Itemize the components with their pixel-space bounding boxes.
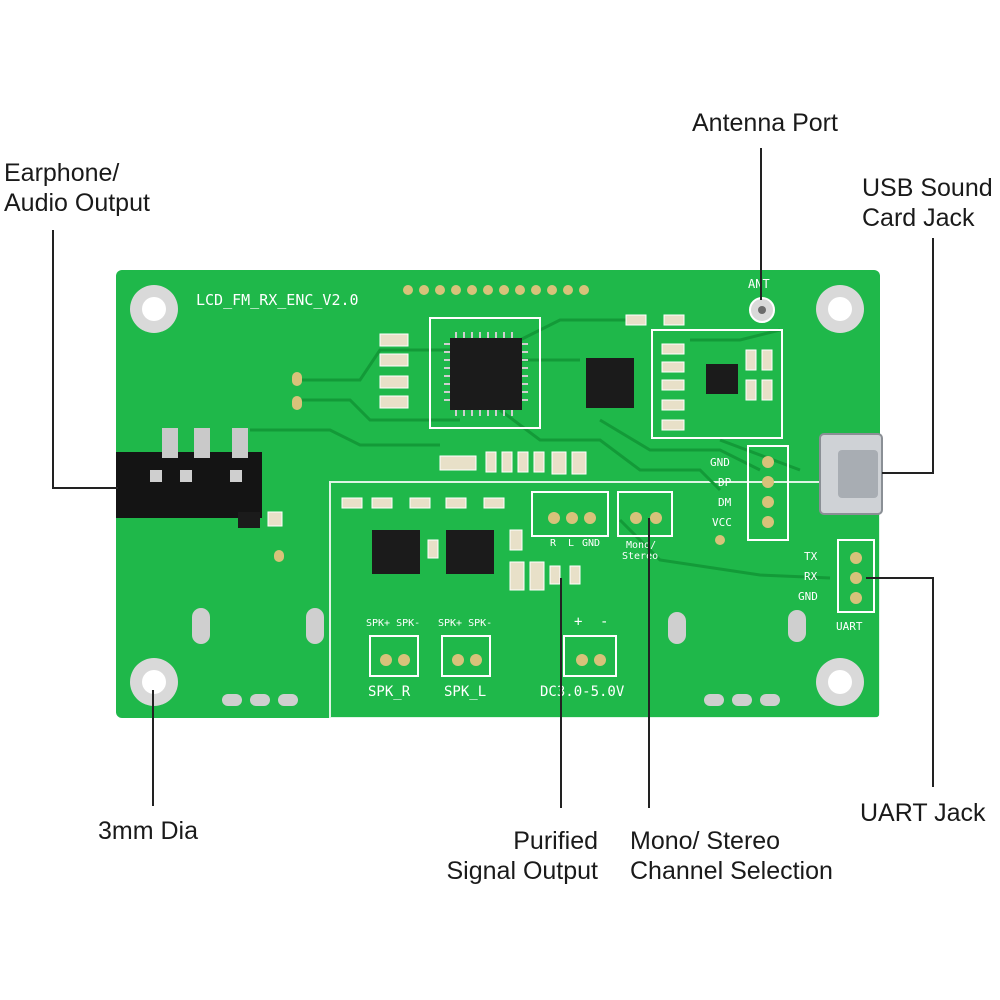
usb-pin-label: DP (718, 476, 732, 489)
callout-line: Antenna Port (692, 109, 838, 137)
callout-uart-jack: UART Jack (860, 798, 986, 828)
usb-pin-label: GND (710, 456, 730, 469)
spk-r-pins-label: SPK+ SPK- (366, 618, 421, 629)
mono-stereo-silk-label: Mono/ (626, 540, 657, 551)
ic-chip (586, 358, 634, 408)
leader-earphone (52, 487, 118, 489)
pcb-traces (250, 318, 831, 580)
spk-l-pins-label: SPK+ SPK- (438, 618, 493, 629)
leader-earphone (52, 230, 54, 488)
mono-stereo-silk-label: Stereo (622, 551, 659, 562)
spk-l-label: SPK_L (444, 684, 487, 700)
vias (192, 372, 806, 706)
opamp-chip (372, 530, 420, 574)
pcb-board (116, 270, 880, 718)
channel-pin-label: L (568, 538, 575, 549)
callout-line: Channel Selection (630, 857, 833, 885)
uart-silk-label: UART (836, 620, 863, 633)
antenna-pad (749, 297, 775, 323)
spk-r-label: SPK_R (368, 684, 411, 700)
ic-chip (706, 364, 738, 394)
mono-stereo-pin-header (617, 491, 673, 537)
callout-line: USB Sound (862, 174, 993, 202)
callout-earphone-audio-output: Earphone/ Audio Output (4, 158, 150, 218)
uart-pin-label: RX (804, 570, 818, 583)
channel-pin-header (531, 491, 609, 537)
usb-pin-header (747, 445, 789, 541)
callout-line: 3mm Dia (98, 817, 199, 845)
callout-usb-sound-card-jack: USB Sound Card Jack (862, 173, 993, 233)
leader-antenna (760, 148, 762, 300)
power-terminal (563, 635, 617, 677)
mcu-chip (429, 317, 541, 429)
leader-usb (932, 238, 934, 474)
speaker-l-terminal (441, 635, 491, 677)
leader-uart (932, 577, 934, 787)
leader-mounting-hole (152, 690, 154, 806)
callout-line: Card Jack (862, 204, 975, 232)
leader-uart (866, 577, 934, 579)
callout-line: Earphone/ (4, 159, 120, 187)
callout-antenna-port: Antenna Port (692, 108, 838, 138)
leader-purified (560, 578, 562, 808)
power-plus-label: + (574, 614, 583, 630)
callout-line: Signal Output (446, 857, 599, 885)
usb-pin-label: VCC (712, 516, 732, 529)
uart-pin-label: GND (798, 590, 818, 603)
lcd-header-pads (403, 285, 589, 295)
opamp-chip (446, 530, 494, 574)
audio-jack (116, 428, 262, 528)
speaker-r-terminal (369, 635, 419, 677)
power-label: DC3.0-5.0V (540, 684, 625, 700)
usb-pin-label: DM (718, 496, 732, 509)
uart-pin-label: TX (804, 550, 818, 563)
callout-line: Purified (513, 827, 598, 855)
callout-mono-stereo-selection: Mono/ Stereo Channel Selection (630, 826, 833, 886)
channel-pin-label: R (550, 538, 557, 549)
board-title: LCD_FM_RX_ENC_V2.0 (196, 291, 359, 309)
callout-line: Mono/ Stereo (630, 827, 781, 855)
passive-components (267, 314, 773, 591)
mounting-holes (130, 285, 864, 706)
uart-pin-header (837, 539, 875, 613)
antenna-silk-label: ANT (748, 277, 770, 291)
power-minus-label: - (600, 614, 609, 630)
usb-jack (819, 433, 883, 515)
callout-purified-signal-output: Purified Signal Output (436, 826, 599, 886)
channel-pin-label: GND (582, 538, 601, 549)
callout-3mm-dia: 3mm Dia (98, 816, 198, 846)
leader-usb (882, 472, 934, 474)
callout-line: Audio Output (4, 189, 150, 217)
leader-mono-stereo (648, 518, 650, 808)
callout-line: UART Jack (860, 799, 986, 827)
